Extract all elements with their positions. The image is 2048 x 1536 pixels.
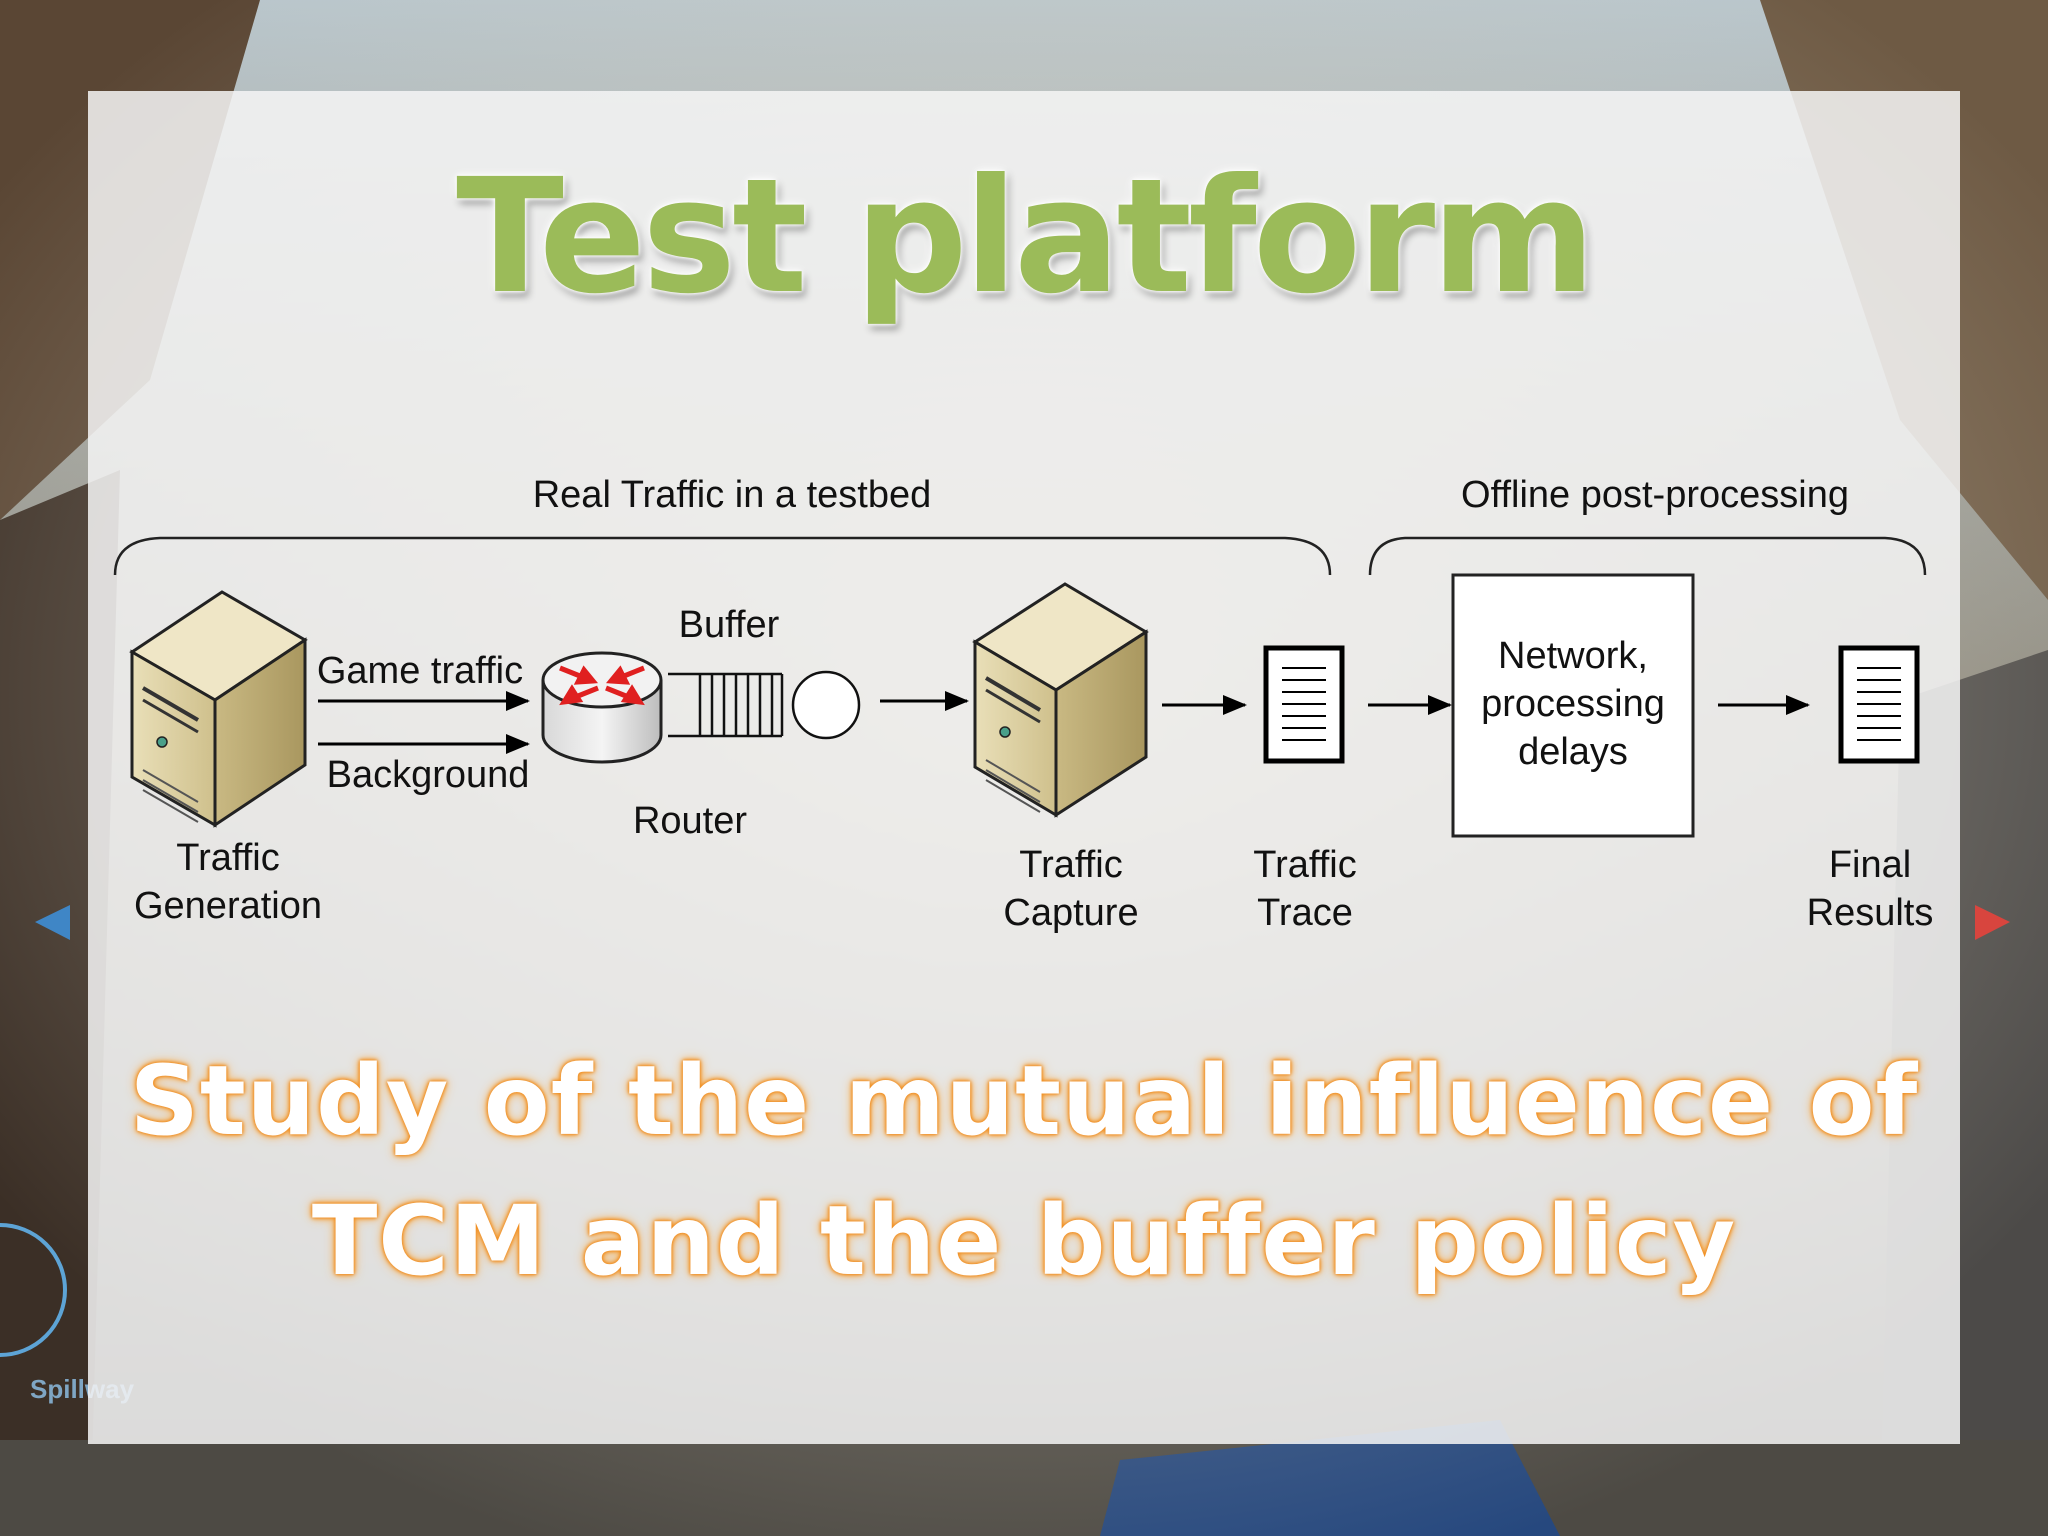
router-icon [541,651,663,764]
hud-radar-icon [0,1223,67,1357]
server-icon [129,590,308,828]
label-final-results-2: Results [1807,892,1934,934]
label-final-results-1: Final [1829,844,1911,886]
label-traffic-generation-1: Traffic [176,837,279,879]
label-traffic-capture-1: Traffic [1019,844,1122,886]
brace-offline [1368,536,1927,576]
document-icon [1263,645,1345,764]
label-router: Router [633,800,747,842]
subtitle-line-2: TCM and the buffer policy [311,1185,1737,1297]
group-label-real-traffic: Real Traffic in a testbed [533,474,932,516]
label-traffic-trace-1: Traffic [1253,844,1356,886]
label-traffic-capture-2: Capture [1003,892,1138,934]
label-traffic-trace-2: Trace [1257,892,1353,934]
hud-left-arrow-icon [35,905,70,940]
buffer-queue [668,672,784,738]
hud-right-arrow-icon [1975,905,2010,940]
slide-title: Test platform [456,145,1596,329]
processing-box-line-1: Network, [1498,635,1648,677]
label-background: Background [327,754,530,796]
server-icon [972,582,1149,818]
group-label-offline: Offline post-processing [1461,474,1849,516]
label-buffer: Buffer [679,604,780,646]
document-icon [1838,645,1920,764]
label-game-traffic: Game traffic [317,650,523,692]
brace-real-traffic [113,536,1332,576]
subtitle-line-1: Study of the mutual influence of [129,1045,1919,1157]
server-queue-circle [791,670,861,740]
label-traffic-generation-2: Generation [134,885,322,927]
processing-box-line-3: delays [1518,731,1628,773]
processing-box [1451,573,1695,838]
processing-box-line-2: processing [1481,683,1665,725]
